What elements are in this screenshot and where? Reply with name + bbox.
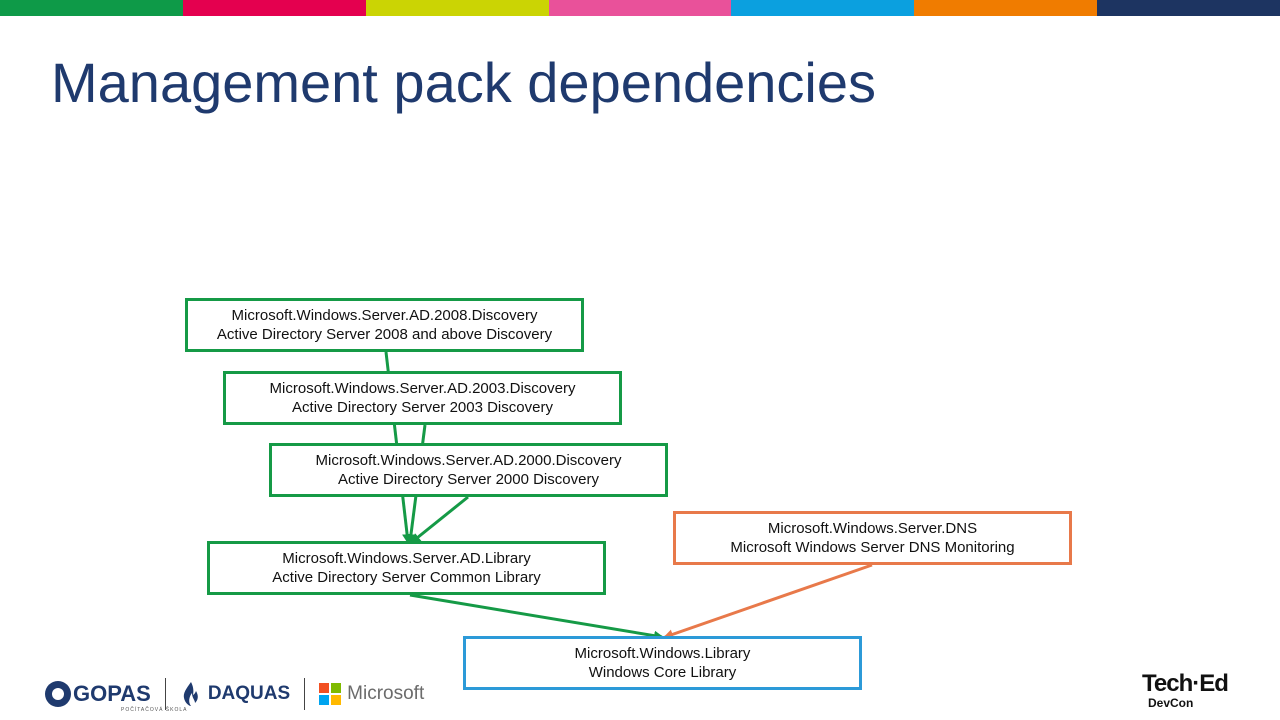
teched-devcon-logo: Tech·Ed DevCon [1142,672,1238,714]
logo-divider [164,678,166,710]
edge-dns-to-winlib [663,563,873,640]
node-ad2008-discovery: Microsoft.Windows.Server.AD.2008.Discove… [185,298,584,352]
node-description: Active Directory Server 2008 and above D… [216,326,553,343]
color-bar-segment [1097,0,1280,16]
node-description: Active Directory Server Common Library [272,569,541,586]
node-description: Microsoft Windows Server DNS Monitoring [730,539,1015,556]
color-bar-segment [365,0,549,16]
microsoft-logo: Microsoft [319,683,424,705]
color-bar-segment [914,0,1098,16]
color-bar-segment [0,0,183,16]
daquas-logo: DAQUAS [180,681,290,707]
partner-logos: GOPAS POČÍTAČOVÁ ŠKOLA DAQUAS Microsoft [45,676,424,713]
slide-title: Management pack dependencies [51,51,877,114]
node-description: Active Directory Server 2003 Discovery [292,399,553,416]
color-bar-segment [182,0,366,16]
teched-logo-text: Tech·Ed [1142,670,1229,697]
logo-divider [304,678,306,710]
node-ad2003-discovery: Microsoft.Windows.Server.AD.2003.Discove… [223,371,622,425]
daquas-flame-icon [183,682,198,706]
node-ad-library: Microsoft.Windows.Server.AD.Library Acti… [207,541,606,595]
node-dns: Microsoft.Windows.Server.DNS Microsoft W… [673,511,1072,565]
edge-adlib-to-winlib [409,593,664,641]
node-name: Microsoft.Windows.Server.AD.Library [282,550,531,567]
color-bar-segment [731,0,915,16]
node-name: Microsoft.Windows.Server.AD.2000.Discove… [315,452,622,469]
node-ad2000-discovery: Microsoft.Windows.Server.AD.2000.Discove… [269,443,668,497]
gopas-logo: GOPAS POČÍTAČOVÁ ŠKOLA [45,681,186,713]
color-bar-segment [548,0,732,16]
devcon-logo-text: DevCon [1148,696,1194,710]
microsoft-squares-icon [319,683,342,705]
node-name: Microsoft.Windows.Server.AD.2008.Discove… [231,307,538,324]
gopas-logo-text: GOPAS [73,681,151,706]
edge-ad2000-to-adlib [410,495,469,544]
node-description: Active Directory Server 2000 Discovery [338,471,599,488]
microsoft-logo-text: Microsoft [347,683,425,704]
gopas-mark-icon [45,681,71,707]
daquas-logo-text: DAQUAS [207,683,291,704]
node-name: Microsoft.Windows.Library [574,645,751,662]
node-name: Microsoft.Windows.Server.AD.2003.Discove… [269,380,576,397]
node-name: Microsoft.Windows.Server.DNS [767,520,978,537]
node-windows-library: Microsoft.Windows.Library Windows Core L… [463,636,862,690]
color-bar [0,0,1280,16]
node-description: Windows Core Library [588,664,737,681]
gopas-logo-subtext: POČÍTAČOVÁ ŠKOLA [121,707,188,713]
